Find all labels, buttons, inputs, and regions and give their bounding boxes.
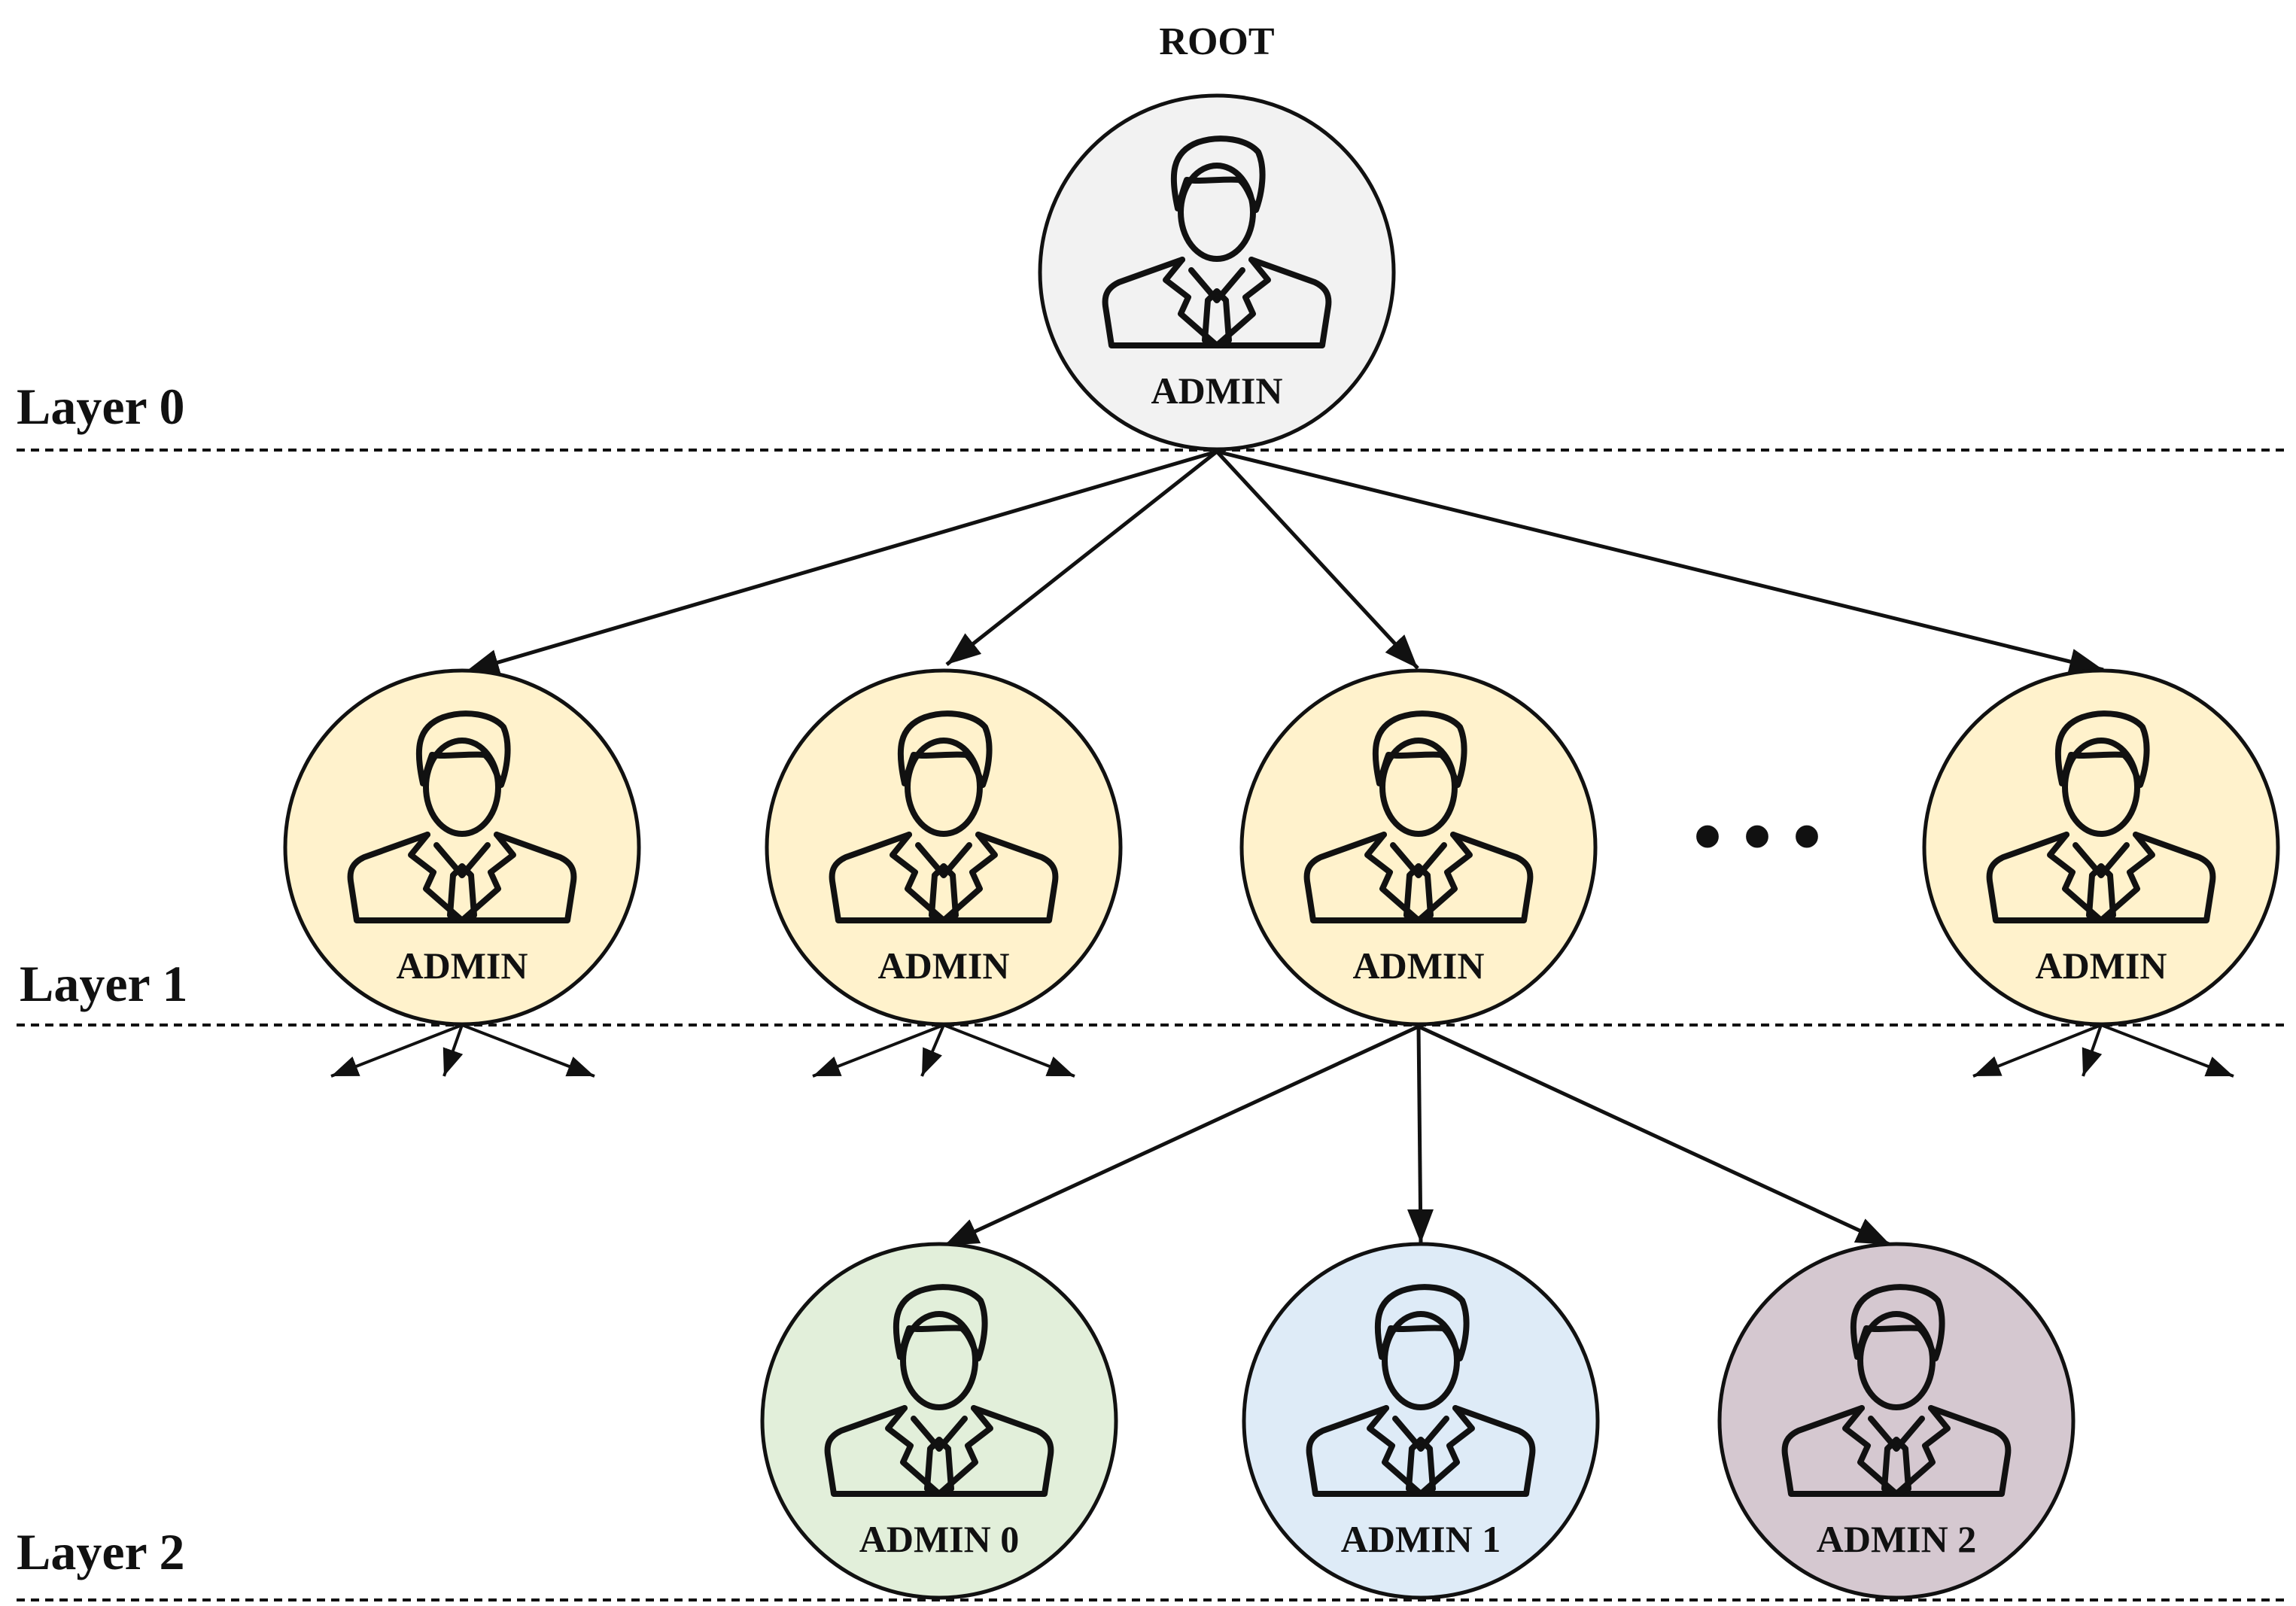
root-title: ROOT	[1159, 20, 1274, 63]
edge-admin-1c-to-admin-0	[943, 1024, 1420, 1248]
edge-root-to-admin-1d	[1216, 449, 2104, 675]
layer2-admin-2-node: ADMIN 2	[1717, 1242, 2076, 1600]
root-admin-node: ADMIN	[1038, 93, 1396, 452]
node-label: ADMIN	[2036, 944, 2167, 987]
node-label: ADMIN 1	[1341, 1518, 1501, 1560]
edge-root-to-admin-1a	[464, 449, 1218, 676]
edge-root-to-admin-1b	[945, 450, 1218, 666]
node-label: ADMIN	[1353, 944, 1485, 987]
node-label: ADMIN	[1151, 370, 1283, 412]
layer1-admin-node-1: ADMIN	[283, 668, 641, 1027]
node-circle	[765, 668, 1123, 1027]
child-stubs-admin-1d	[1972, 1024, 2234, 1078]
node-label: ADMIN 0	[859, 1518, 1019, 1560]
node-label: ADMIN	[878, 944, 1010, 987]
node-label: ADMIN 2	[1817, 1518, 1976, 1560]
layer2-admin-0-node: ADMIN 0	[760, 1242, 1118, 1600]
node-circle	[760, 1242, 1118, 1600]
layer1-admin-node-2: ADMIN	[765, 668, 1123, 1027]
node-circle	[1239, 668, 1598, 1027]
edge-admin-1c-to-admin-1	[1407, 1026, 1434, 1244]
node-circle	[283, 668, 641, 1027]
layer-1-label: Layer 1	[20, 955, 188, 1012]
layer2-admin-1-node: ADMIN 1	[1242, 1242, 1600, 1600]
node-circle	[1242, 1242, 1600, 1600]
layer1-admin-node-3: ADMIN	[1239, 668, 1598, 1027]
layer1-admin-node-4: ADMIN	[1922, 668, 2280, 1027]
edge-root-to-admin-1c	[1215, 450, 1419, 670]
child-stubs-admin-1a	[330, 1024, 595, 1078]
layer-2-label: Layer 2	[17, 1523, 185, 1580]
node-label: ADMIN	[397, 944, 528, 987]
edge-admin-1c-to-admin-2	[1417, 1024, 1892, 1247]
layer-0-label: Layer 0	[17, 378, 185, 435]
node-circle	[1717, 1242, 2076, 1600]
node-circle	[1922, 668, 2280, 1027]
child-stubs-admin-1b	[812, 1024, 1075, 1078]
more-nodes-ellipsis: • • •	[1693, 790, 1822, 882]
node-circle	[1038, 93, 1396, 452]
